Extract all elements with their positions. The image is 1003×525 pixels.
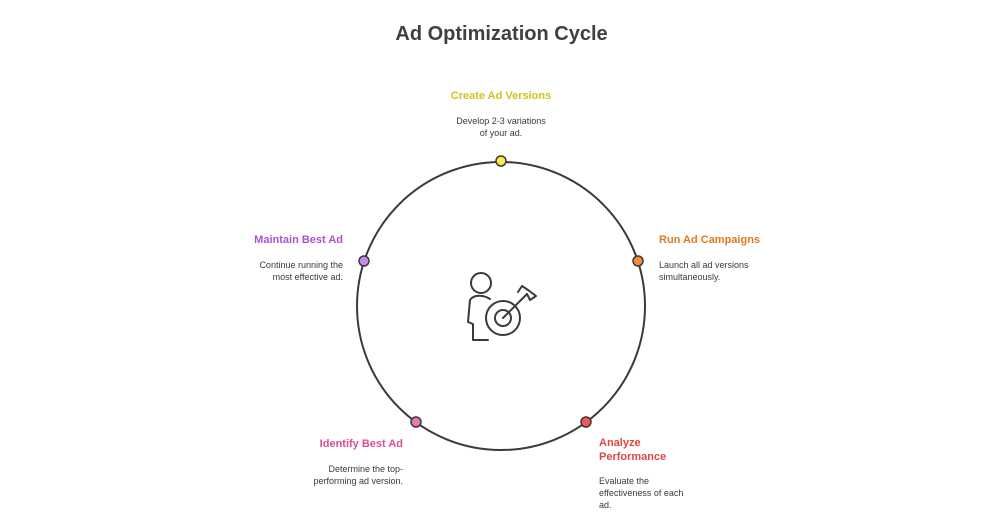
step-title-run: Run Ad Campaigns bbox=[659, 234, 761, 246]
step-desc-create-line-1: Develop 2-3 variations bbox=[456, 116, 546, 126]
step-dot-run bbox=[632, 255, 644, 267]
step-title-analyze: Analyze Performance bbox=[599, 436, 739, 464]
step-desc-maintain-line-1: Continue running the bbox=[259, 260, 343, 270]
step-title-analyze-line-1: Analyze bbox=[599, 437, 641, 449]
cycle-ring bbox=[356, 161, 646, 451]
step-desc-analyze-line-1: Evaluate the bbox=[599, 476, 650, 486]
step-desc-run: Launch all ad versions simultaneously. bbox=[659, 259, 819, 283]
step-desc-maintain-line-2: most effective ad. bbox=[272, 272, 343, 282]
step-desc-create-line-2: of your ad. bbox=[479, 128, 523, 138]
step-desc-run-line-2: simultaneously. bbox=[659, 272, 721, 282]
step-dot-identify bbox=[410, 416, 422, 428]
step-dot-create bbox=[495, 155, 507, 167]
step-desc-run-line-1: Launch all ad versions bbox=[659, 260, 749, 270]
step-desc-identify: Determine the top- performing ad version… bbox=[223, 463, 403, 487]
step-desc-analyze-line-3: ad. bbox=[599, 500, 612, 510]
step-dot-analyze bbox=[580, 416, 592, 428]
step-desc-identify-line-1: Determine the top- bbox=[328, 464, 403, 474]
step-title-identify: Identify Best Ad bbox=[319, 438, 403, 450]
step-title-create: Create Ad Versions bbox=[450, 90, 552, 102]
step-desc-analyze: Evaluate the effectiveness of each ad. bbox=[599, 475, 739, 511]
step-title-analyze-line-2: Performance bbox=[599, 451, 667, 463]
step-dot-maintain bbox=[358, 255, 370, 267]
person-target-arrow-icon bbox=[467, 272, 537, 341]
step-desc-maintain: Continue running the most effective ad. bbox=[163, 259, 343, 283]
diagram-title: Ad Optimization Cycle bbox=[395, 23, 608, 45]
step-desc-create: Develop 2-3 variations of your ad. bbox=[401, 115, 601, 139]
step-desc-identify-line-2: performing ad version. bbox=[313, 476, 403, 486]
step-desc-analyze-line-2: effectiveness of each bbox=[599, 488, 684, 498]
step-title-maintain: Maintain Best Ad bbox=[254, 234, 343, 246]
